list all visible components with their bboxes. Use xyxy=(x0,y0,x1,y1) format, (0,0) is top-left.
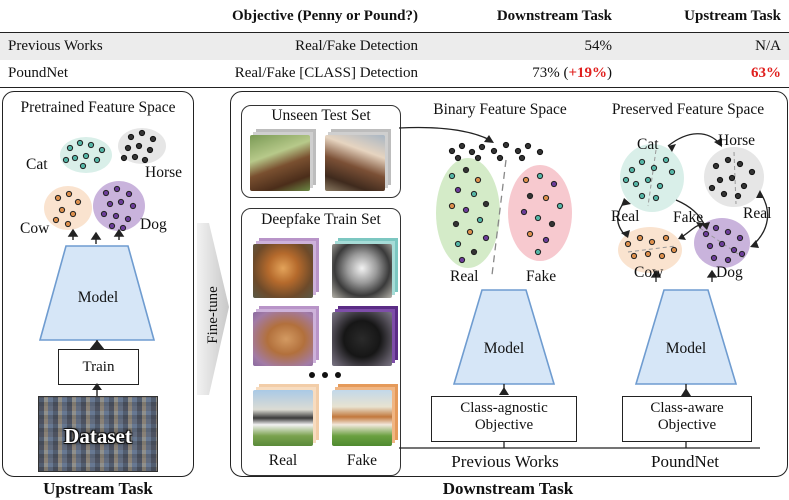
table-row: PoundNet Real/Fake [CLASS] Detection 73%… xyxy=(0,60,789,88)
downstream-cell: 73% (+19%) xyxy=(426,60,620,88)
cow-label: Cow xyxy=(20,220,50,237)
train-image-fake-cow xyxy=(332,384,398,446)
dog-points xyxy=(100,185,137,232)
pres-horse-points xyxy=(708,156,756,200)
train-fake-label: Fake xyxy=(346,452,378,469)
ellipsis-icon xyxy=(309,372,341,378)
real-region xyxy=(436,158,500,268)
cat-label: Cat xyxy=(26,156,48,173)
prev-caption: Previous Works xyxy=(451,452,559,471)
method-cell: PoundNet xyxy=(0,60,158,88)
finetune-arrow xyxy=(197,223,229,395)
table-header-row: Objective (Penny or Pound?) Downstream T… xyxy=(0,0,789,33)
upward-arrows xyxy=(67,228,125,244)
table-header: Downstream Task xyxy=(426,0,620,33)
binary-fake-label: Fake xyxy=(526,268,557,285)
unseen-image-horse xyxy=(250,129,316,191)
cat-points xyxy=(62,139,106,170)
binary-feature-space xyxy=(399,126,760,449)
unseen-image-riders xyxy=(325,129,391,191)
pound-objective-line1: Class-aware xyxy=(650,400,724,416)
table-header: Upstream Task xyxy=(620,0,789,33)
upstream-cell: 63% xyxy=(620,60,789,88)
cow-points xyxy=(52,190,82,228)
table-header xyxy=(0,0,158,33)
pres-cat-points xyxy=(622,156,676,202)
train-image-fake-dog xyxy=(332,306,398,366)
method-cell: Previous Works xyxy=(0,32,158,60)
train-image-real-cat xyxy=(253,238,319,298)
pres-fake-label: Fake xyxy=(673,209,704,226)
prev-objective-line2: Objective xyxy=(474,417,534,433)
preserved-feature-space-title: Preserved Feature Space xyxy=(611,101,765,118)
real-points xyxy=(448,166,490,264)
pound-model-trapezoid xyxy=(634,289,738,385)
pres-cow-label: Cow xyxy=(634,264,664,281)
dataset-image: Dataset xyxy=(38,396,158,472)
pres-horse-label: Horse xyxy=(718,132,756,149)
pres-real-label-right: Real xyxy=(743,205,772,222)
deepfake-train-set-title: Deepfake Train Set xyxy=(261,211,381,228)
fake-points xyxy=(520,172,564,256)
comparison-table: Objective (Penny or Pound?) Downstream T… xyxy=(0,0,789,88)
train-image-real-cow xyxy=(253,384,319,446)
pound-up-arrows xyxy=(650,269,718,282)
pres-real-label-left: Real xyxy=(611,208,640,225)
dataset-label: Dataset xyxy=(64,424,132,448)
pretrained-feature-space-title: Pretrained Feature Space xyxy=(20,99,176,116)
prev-model-trapezoid xyxy=(452,289,556,385)
fake-region xyxy=(508,165,572,261)
train-arrow-icon xyxy=(92,383,102,397)
pretrained-feature-space xyxy=(44,128,166,244)
incoming-points xyxy=(448,141,544,162)
pres-dog-points xyxy=(702,224,746,264)
upstream-caption: Upstream Task xyxy=(43,479,153,498)
upstream-model-label: Model xyxy=(77,289,119,306)
relation-arrowheads xyxy=(621,138,764,248)
objective-cell: Real/Fake [CLASS] Detection xyxy=(158,60,426,88)
pound-caption: PoundNet xyxy=(651,452,719,471)
table-row: Previous Works Real/Fake Detection 54% N… xyxy=(0,32,789,60)
objective-cell: Real/Fake Detection xyxy=(158,32,426,60)
pound-objective-line2: Objective xyxy=(657,417,717,433)
pres-cat-label: Cat xyxy=(637,136,659,153)
dog-label: Dog xyxy=(140,216,167,233)
horse-label: Horse xyxy=(145,164,183,181)
unseen-test-set-title: Unseen Test Set xyxy=(271,107,371,124)
downstream-caption: Downstream Task xyxy=(442,479,574,498)
prev-model-label: Model xyxy=(483,340,525,357)
binary-real-label: Real xyxy=(450,268,479,285)
downstream-value: 54% xyxy=(584,38,613,54)
pound-model-label: Model xyxy=(665,340,707,357)
decision-boundary xyxy=(491,159,507,276)
pres-cow-points xyxy=(624,234,678,260)
model-arrow-icon xyxy=(89,340,105,350)
train-box: Train xyxy=(58,349,139,385)
train-label: Train xyxy=(82,359,115,375)
binary-feature-space-title: Binary Feature Space xyxy=(433,101,567,118)
prev-objective-box: Class-agnostic Objective xyxy=(431,396,577,442)
train-image-real-dog xyxy=(253,306,319,366)
prev-objective-line1: Class-agnostic xyxy=(460,400,548,416)
pound-objective-box: Class-aware Objective xyxy=(622,396,752,442)
downstream-value: 73% xyxy=(532,65,560,81)
train-real-label: Real xyxy=(268,452,298,469)
downstream-cell: 54% xyxy=(426,32,620,60)
upstream-cell: N/A xyxy=(620,32,789,60)
table-header: Objective (Penny or Pound?) xyxy=(158,0,426,33)
finetune-label: Fine-tune xyxy=(205,286,221,344)
downstream-gain: +19% xyxy=(568,65,607,81)
preserved-feature-space xyxy=(617,133,769,396)
pres-dog-label: Dog xyxy=(716,264,743,281)
horse-points xyxy=(120,129,157,164)
train-image-fake-cat xyxy=(332,238,398,298)
